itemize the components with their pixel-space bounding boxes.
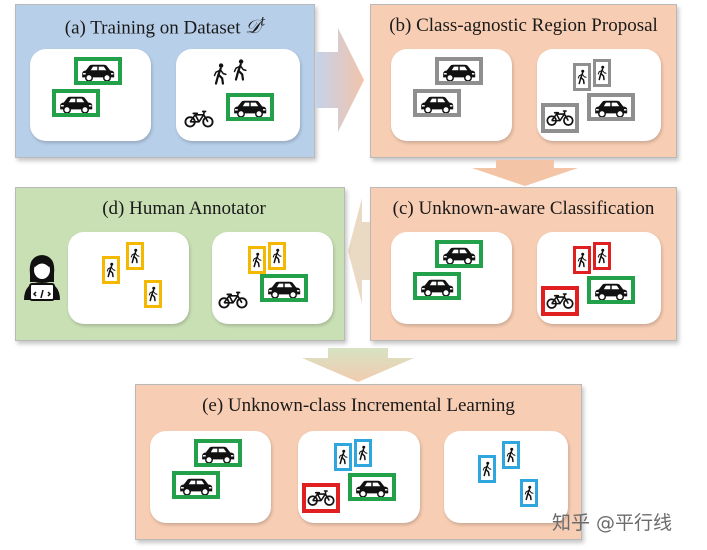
car-box-proposal — [587, 93, 635, 121]
pedestrian-box-incremental — [334, 443, 352, 471]
pedestrian-icon — [506, 446, 516, 463]
image-card — [176, 49, 300, 141]
car-box-proposal — [435, 57, 483, 85]
car-box-known — [226, 93, 274, 121]
pedestrian-box-proposal — [593, 59, 611, 87]
pedestrian-box-incremental — [520, 479, 538, 507]
car-icon — [267, 281, 301, 298]
car-icon — [420, 96, 454, 113]
pedestrian-icon — [252, 251, 262, 268]
bicycle-icon — [546, 293, 574, 309]
car-box-known — [172, 471, 220, 499]
panel-human-annotator: (d) Human Annotator — [15, 187, 345, 341]
bicycle-icon — [184, 109, 214, 129]
panel-training: (a) Training on Dataset 𝒟t — [15, 4, 315, 158]
pedestrian-icon — [597, 64, 607, 81]
car-box-proposal — [413, 89, 461, 117]
pedestrian-box-annotated — [102, 256, 120, 284]
car-icon — [179, 478, 213, 495]
arrow-c-to-d — [348, 198, 370, 304]
car-box-known — [52, 89, 100, 117]
bicycle-box-proposal — [541, 103, 579, 133]
car-icon — [442, 64, 476, 81]
pedestrian-box-incremental — [502, 441, 520, 469]
bicycle-box-unknown — [302, 483, 340, 513]
pedestrian-box-proposal — [573, 63, 591, 91]
image-card — [444, 431, 568, 523]
image-card — [150, 431, 271, 523]
car-icon — [355, 480, 389, 497]
pedestrian-icon — [338, 448, 348, 465]
car-box-known — [74, 57, 122, 85]
pedestrian-box-incremental — [354, 439, 372, 467]
image-card — [537, 49, 661, 141]
car-icon — [201, 446, 235, 463]
panel-unknown-classification: (c) Unknown-aware Classification — [370, 187, 677, 341]
panel-training-title: (a) Training on Dataset 𝒟t — [64, 15, 266, 39]
image-card — [391, 232, 512, 324]
arrow-a-to-b — [316, 24, 366, 136]
pedestrian-icon — [597, 247, 607, 264]
pedestrian-icon — [106, 261, 116, 278]
pedestrian-box-annotated — [126, 242, 144, 270]
arrow-d-to-e — [300, 348, 416, 382]
pedestrian-icon — [130, 247, 140, 264]
image-card — [68, 232, 189, 324]
car-box-known — [435, 240, 483, 268]
car-icon — [594, 283, 628, 300]
car-icon — [442, 247, 476, 264]
car-box-known — [587, 276, 635, 304]
car-box-known — [260, 274, 308, 302]
pedestrian-box-annotated — [144, 280, 162, 308]
pedestrian-icon — [232, 59, 248, 81]
car-box-known — [413, 272, 461, 300]
image-card — [30, 49, 151, 141]
image-card — [298, 431, 420, 523]
panel-incremental-learning: (e) Unknown-class Incremental Learning — [135, 384, 582, 540]
car-icon — [594, 100, 628, 117]
pedestrian-icon — [524, 484, 534, 501]
panel-region-proposal-title: (b) Class-agnostic Region Proposal — [389, 15, 658, 36]
image-card — [537, 232, 661, 324]
pedestrian-box-unknown — [573, 246, 591, 274]
pedestrian-box-annotated — [268, 242, 286, 270]
bicycle-icon — [307, 490, 335, 506]
bicycle-icon — [546, 110, 574, 126]
bicycle-box-unknown — [541, 286, 579, 316]
watermark: 知乎 @平行线 — [552, 512, 673, 534]
car-icon — [420, 279, 454, 296]
arrow-b-to-c — [470, 160, 580, 186]
dataset-symbol: 𝒟t — [245, 15, 266, 39]
car-icon — [233, 100, 267, 117]
pedestrian-icon — [482, 460, 492, 477]
car-box-known — [194, 439, 242, 467]
pedestrian-icon — [212, 63, 228, 85]
pedestrian-icon — [148, 285, 158, 302]
annotator-icon — [22, 252, 62, 302]
bicycle-icon — [218, 290, 248, 310]
pedestrian-icon — [358, 444, 368, 461]
pedestrian-box-annotated — [248, 246, 266, 274]
pedestrian-box-incremental — [478, 455, 496, 483]
panel-region-proposal: (b) Class-agnostic Region Proposal — [370, 4, 677, 158]
pedestrian-icon — [272, 247, 282, 264]
car-icon — [59, 96, 93, 113]
panel-incremental-learning-title: (e) Unknown-class Incremental Learning — [202, 395, 515, 416]
car-box-known — [348, 473, 396, 501]
panel-unknown-classification-title: (c) Unknown-aware Classification — [392, 198, 655, 219]
car-icon — [81, 64, 115, 81]
pedestrian-icon — [577, 68, 587, 85]
image-card — [391, 49, 512, 141]
panel-human-annotator-title: (d) Human Annotator — [102, 198, 266, 219]
pedestrian-box-unknown — [593, 242, 611, 270]
image-card — [212, 232, 333, 324]
pedestrian-icon — [577, 251, 587, 268]
